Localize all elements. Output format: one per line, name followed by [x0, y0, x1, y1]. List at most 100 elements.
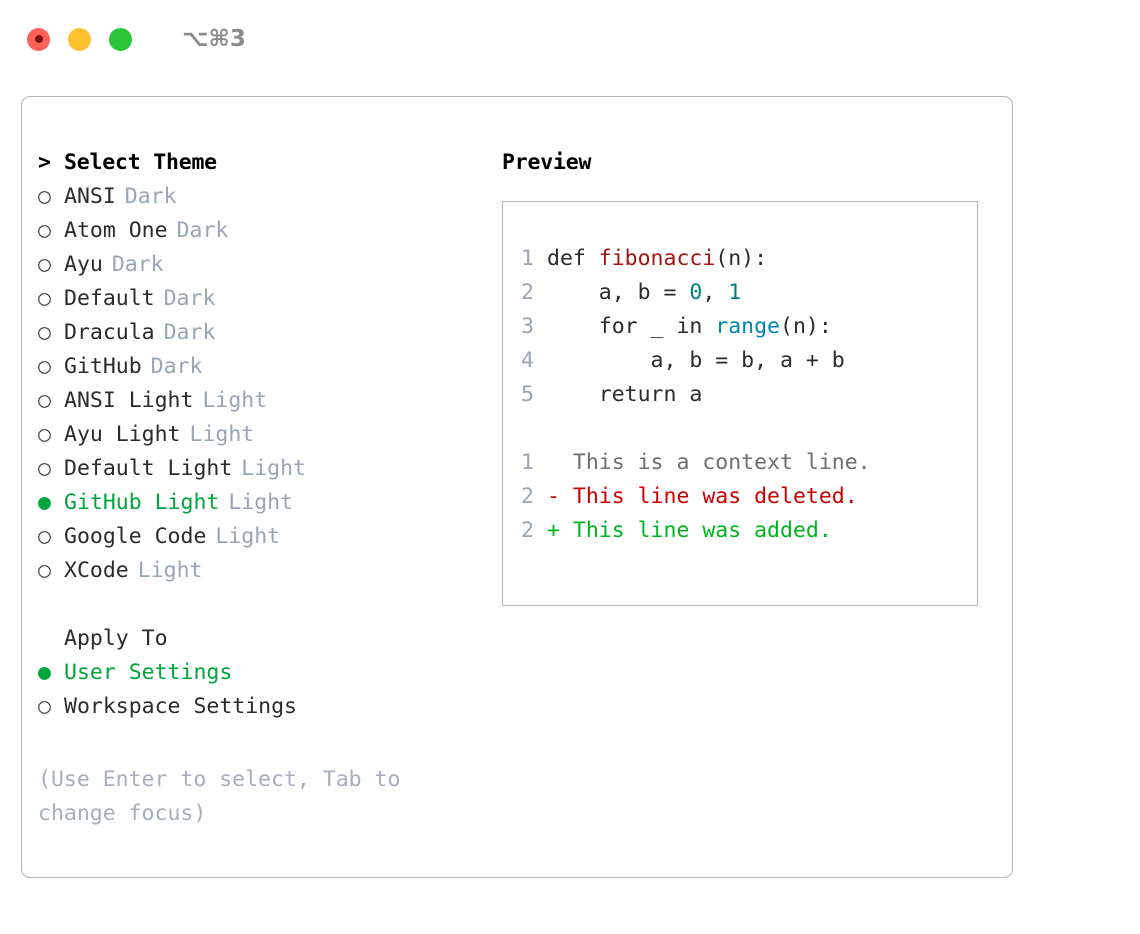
code-token: (n): [780, 314, 832, 339]
window-controls [27, 27, 132, 51]
radio-unselected-icon: ○ [38, 387, 51, 413]
code-line: 4 a, b = b, a + b [521, 344, 977, 378]
code-token: range [715, 314, 781, 339]
apply-to-option-label: Workspace Settings [64, 693, 297, 719]
apply-to-label: Apply To [64, 625, 168, 651]
radio-unselected-icon: ○ [38, 693, 51, 719]
code-token: 1 [728, 280, 742, 305]
theme-list-item[interactable]: ○ Google Code Light [38, 519, 478, 553]
theme-name: Google Code [64, 523, 207, 549]
theme-list-item[interactable]: ● GitHub Light Light [38, 485, 478, 519]
radio-unselected-icon: ○ [38, 319, 51, 345]
theme-list-item[interactable]: ○ ANSI Light Light [38, 383, 478, 417]
diff-sample: 1 This is a context line.2- This line wa… [521, 446, 977, 548]
radio-unselected-icon: ○ [38, 183, 51, 209]
theme-list-item[interactable]: ○ Default Light Light [38, 451, 478, 485]
line-number: 1 [521, 450, 534, 475]
code-token: 0 [689, 280, 703, 305]
maximize-window-button[interactable] [109, 27, 132, 51]
theme-name: GitHub [64, 353, 142, 379]
radio-selected-icon: ● [38, 489, 51, 515]
title-bar: ⌥⌘3 [0, 0, 1140, 78]
theme-variant-badge: Dark [163, 319, 216, 345]
code-line: 3 for _ in range(n): [521, 310, 977, 344]
theme-name: Ayu [64, 251, 103, 277]
theme-variant-badge: Dark [176, 217, 229, 243]
apply-to-spacer [38, 587, 478, 621]
radio-unselected-icon: ○ [38, 523, 51, 549]
keyboard-shortcut-label: ⌥⌘3 [182, 26, 246, 52]
theme-list-item[interactable]: ○ Dracula Dark [38, 315, 478, 349]
line-number: 2 [521, 280, 534, 305]
radio-unselected-icon: ○ [38, 455, 51, 481]
code-token: a, b = [547, 280, 690, 305]
code-token: for _ in [547, 314, 716, 339]
code-token: return a [547, 382, 703, 407]
theme-name: GitHub Light [64, 489, 220, 515]
theme-list-item[interactable]: ○ ANSI Dark [38, 179, 478, 213]
diff-line: 1 This is a context line. [521, 446, 977, 480]
code-token: def [547, 246, 599, 271]
line-number: 1 [521, 246, 534, 271]
theme-variant-badge: Dark [163, 285, 216, 311]
theme-list-item[interactable]: ○ Ayu Dark [38, 247, 478, 281]
caret-icon: > [38, 149, 51, 175]
theme-list-item[interactable]: ○ XCode Light [38, 553, 478, 587]
radio-unselected-icon: ○ [38, 217, 51, 243]
apply-to-option-label: User Settings [64, 659, 233, 685]
diff-text: This line was added. [572, 518, 832, 543]
line-number: 5 [521, 382, 534, 407]
code-token: (n): [715, 246, 768, 271]
minimize-window-button[interactable] [68, 27, 91, 51]
keyboard-hint-line-2: change focus) [38, 801, 207, 826]
apply-to-header: Apply To [38, 621, 478, 655]
apply-to-option[interactable]: ●User Settings [38, 655, 478, 689]
radio-unselected-icon: ○ [38, 557, 51, 583]
theme-name: Dracula [64, 319, 155, 345]
theme-name: Ayu Light [64, 421, 181, 447]
theme-name: Default Light [64, 455, 233, 481]
code-token: fibonacci [598, 246, 716, 271]
keyboard-hint-line-1: (Use Enter to select, Tab to [38, 767, 401, 792]
theme-name: XCode [64, 557, 129, 583]
line-number: 4 [521, 348, 534, 373]
diff-sign: - [547, 484, 573, 509]
select-theme-header: > Select Theme [38, 145, 478, 179]
theme-variant-badge: Dark [124, 183, 177, 209]
select-theme-title: Select Theme [64, 149, 217, 175]
theme-list-item[interactable]: ○ Default Dark [38, 281, 478, 315]
apply-to-list: ●User Settings ○ Workspace Settings [38, 655, 478, 723]
close-window-button[interactable] [27, 27, 50, 51]
theme-variant-badge: Dark [111, 251, 164, 277]
diff-sign: + [547, 518, 573, 543]
theme-name: ANSI [64, 183, 116, 209]
theme-name: ANSI Light [64, 387, 194, 413]
theme-variant-badge: Light [202, 387, 268, 413]
line-number: 2 [521, 484, 534, 509]
diff-text: This is a context line. [572, 450, 871, 475]
theme-name: Default [64, 285, 155, 311]
theme-variant-badge: Light [215, 523, 281, 549]
theme-variant-badge: Light [137, 557, 203, 583]
diff-text: This line was deleted. [572, 484, 858, 509]
diff-line: 2- This line was deleted. [521, 480, 977, 514]
keyboard-hint: (Use Enter to select, Tab to change focu… [38, 763, 458, 831]
apply-to-option[interactable]: ○ Workspace Settings [38, 689, 478, 723]
theme-variant-badge: Light [228, 489, 294, 515]
radio-unselected-icon: ○ [38, 285, 51, 311]
radio-unselected-icon: ○ [38, 421, 51, 447]
code-line: 1 def fibonacci(n): [521, 242, 977, 276]
line-number: 3 [521, 314, 534, 339]
theme-variant-badge: Light [241, 455, 307, 481]
radio-unselected-icon: ○ [38, 251, 51, 277]
